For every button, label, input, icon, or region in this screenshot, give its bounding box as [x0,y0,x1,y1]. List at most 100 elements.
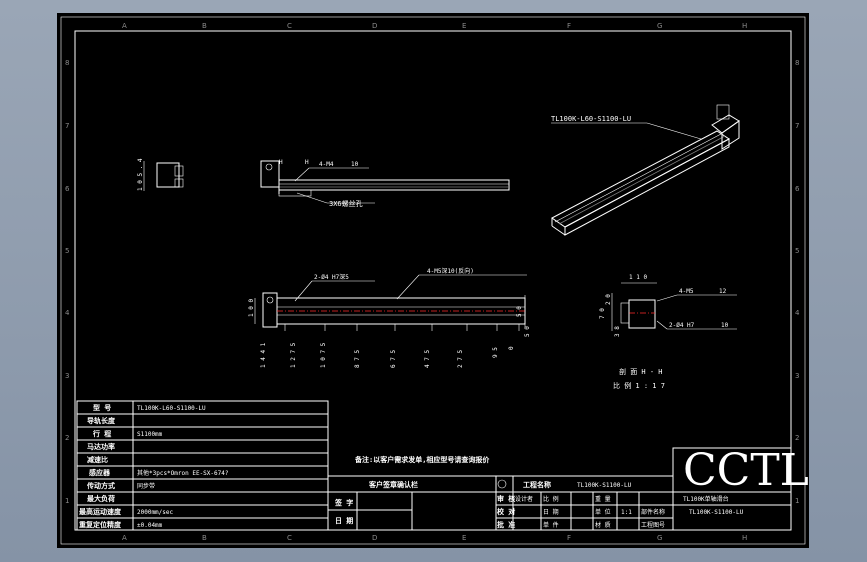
tb-drawing-no-label: 工程图号 [641,521,665,529]
zone-left-3: 3 [65,372,69,380]
zone-bottom-d: D [372,534,377,542]
front-dim-0: 0 [508,346,515,350]
top-view-h1: H [279,159,283,166]
title-block: 工程名称 TL100K-S1100-LU 审 核 设计者 比 例 重 量 校 对… [495,475,674,531]
top-view: H H 4-M4 10 3X6螺丝孔 [260,159,510,208]
spec-label-ratio: 减速比 [87,455,108,464]
zone-left-5: 5 [65,247,69,255]
top-view-thread: 4-M4 [319,161,334,168]
spec-table: 型 号 TL100K-L60-S1100-LU 导轨长度 行 程 S1100mm… [76,400,329,531]
zone-right-5: 5 [795,247,799,255]
front-dim-right-1: 5 0 [516,306,523,317]
spec-label-stroke: 行 程 [92,429,111,438]
zone-bottom-b: B [202,534,207,542]
front-view-thread-note: 4-M5深10(反向) [427,267,474,275]
section-width: 1 1 0 [629,274,647,281]
front-dim-875: 8 7 5 [354,350,361,368]
company-logo: CCTL [683,445,809,496]
tb-scale: 比 例 [543,495,559,503]
projection-symbol-icon [497,479,507,489]
customer-confirm-block: 客户签章确认栏 签 字 日 期 [327,475,497,531]
zone-left-2: 2 [65,434,69,442]
zone-bottom-e: E [462,534,466,542]
zone-bottom-c: C [287,534,292,542]
customer-confirm-header: 客户签章确认栏 [368,480,418,489]
spec-label-speed: 最高运动速度 [79,507,122,516]
zone-left-6: 6 [65,185,70,193]
product-code: TL100K-S1100-LU [689,509,744,516]
spec-label-sensor: 感应器 [89,468,111,477]
front-dim-95: 9 5 [492,347,499,358]
customer-date-label: 日 期 [335,516,353,525]
iso-view-label: TL100K-L60-S1100-LU [551,115,631,123]
front-dim-1275: 1 2 7 5 [290,342,297,368]
zone-top-c: C [287,22,292,30]
zone-bottom-f: F [567,534,571,542]
zone-right-1: 1 [795,497,799,505]
spec-value-stroke: S1100mm [137,431,163,438]
spec-value-model: TL100K-L60-S1100-LU [137,405,206,412]
front-dim-right-2: 5 0 [524,326,531,337]
front-dim-1441: 1 4 4 1 [260,342,267,368]
zone-left-1: 1 [65,497,69,505]
section-thread-depth: 12 [719,288,727,295]
zone-bottom-a: A [122,534,127,542]
drawing-number: TL100K-S1100-LU [577,482,632,489]
zone-bottom-g: G [657,534,662,542]
section-dim-c: 3 8 [614,326,621,337]
spec-label-model: 型 号 [93,403,111,412]
zone-markers-side: 8 7 6 5 4 3 2 1 8 7 6 5 4 3 2 1 [65,59,800,505]
end-view-dim: 1 0 5 . 4 [137,158,144,191]
front-view-pin-note: 2-Ø4 H7深5 [314,273,349,281]
zone-right-3: 3 [795,372,799,380]
tb-approve: 批 准 [497,520,515,529]
spec-label-motor: 马达功率 [87,442,115,451]
section-view: 1 1 0 4-M5 12 2-Ø4 H7 10 2 0 7 0 3 8 剖 面… [599,274,737,390]
zone-right-4: 4 [795,309,800,317]
drawing-sheet: A B C D E F G H A B C D E F G H 8 7 6 5 … [57,13,809,548]
outer-frame [60,16,806,545]
spec-value-speed: 2000mm/sec [137,509,174,516]
front-dim-475: 4 7 5 [424,350,431,368]
section-dim-b: 7 0 [599,308,606,319]
tb-part-name: 部件名称 [641,508,665,516]
tb-check: 校 对 [497,507,515,516]
tb-scale-value: 1:1 [621,509,632,516]
top-view-h2: H [305,159,309,166]
tb-single: 单 件 [543,521,559,529]
tb-unit: 单 位 [595,508,611,516]
part-label: 工程名称 [523,480,551,489]
zone-top-e: E [462,22,466,30]
zone-top-h: H [742,22,747,30]
zone-bottom-h: H [742,534,747,542]
section-pin: 2-Ø4 H7 [669,322,695,329]
tb-material: 材 质 [595,521,611,529]
order-note: 备注:以客户需求发单,相应型号请查询报价 [354,455,490,464]
tb-weight: 重 量 [595,495,611,503]
spec-value-drive: 同步带 [137,482,155,490]
end-view: 1 0 5 . 4 [137,158,184,191]
zone-right-7: 7 [795,122,799,130]
top-view-note: 3X6螺丝孔 [329,199,363,208]
zone-right-6: 6 [795,185,800,193]
zone-markers-bottom: A B C D E F G H [122,534,747,542]
tb-review: 审 核 [497,494,515,503]
zone-left-4: 4 [65,309,70,317]
zone-top-g: G [657,22,662,30]
zone-right-2: 2 [795,434,799,442]
zone-left-7: 7 [65,122,69,130]
zone-right-8: 8 [795,59,799,67]
spec-label-accuracy: 重复定位精度 [79,520,122,529]
section-dim-a: 2 0 [605,294,612,305]
front-dim-275: 2 7 5 [457,350,464,368]
zone-left-8: 8 [65,59,69,67]
spec-value-sensor: 其他*3pcs*Omron EE-SX-674? [137,469,229,477]
zone-top-f: F [567,22,571,30]
section-thread: 4-M5 [679,288,694,295]
section-pin-depth: 10 [721,322,729,329]
top-view-depth: 10 [351,161,359,168]
tb-designer: 设计者 [515,495,533,503]
section-title: 剖 面 H - H [619,367,663,376]
tb-date: 日 期 [543,508,559,516]
front-view: 1 0 0 2-Ø4 H7深5 4-M5深10(反向) 1 4 4 1 1 2 … [248,267,531,368]
